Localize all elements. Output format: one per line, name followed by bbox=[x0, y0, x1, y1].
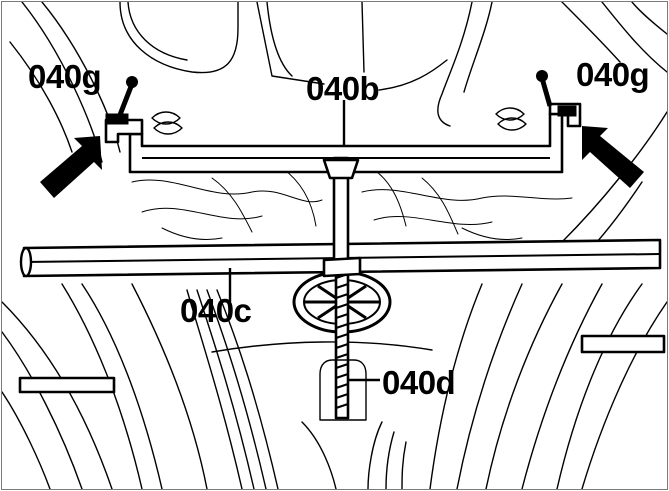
spindle-040d bbox=[292, 156, 392, 421]
arrows bbox=[40, 126, 644, 198]
left-rail bbox=[18, 376, 116, 394]
label-hook-right: 040g bbox=[576, 56, 649, 93]
label-spindle: 040d bbox=[382, 364, 455, 401]
label-lower-bar: 040c bbox=[180, 292, 252, 329]
right-rail bbox=[580, 334, 666, 354]
hook-pins-040g bbox=[115, 70, 553, 121]
label-upper-bar: 040b bbox=[306, 70, 379, 107]
leader-lines bbox=[228, 100, 380, 382]
left-arrow bbox=[40, 136, 102, 198]
label-hook-left: 040g bbox=[28, 58, 101, 95]
right-arrow bbox=[582, 126, 644, 188]
